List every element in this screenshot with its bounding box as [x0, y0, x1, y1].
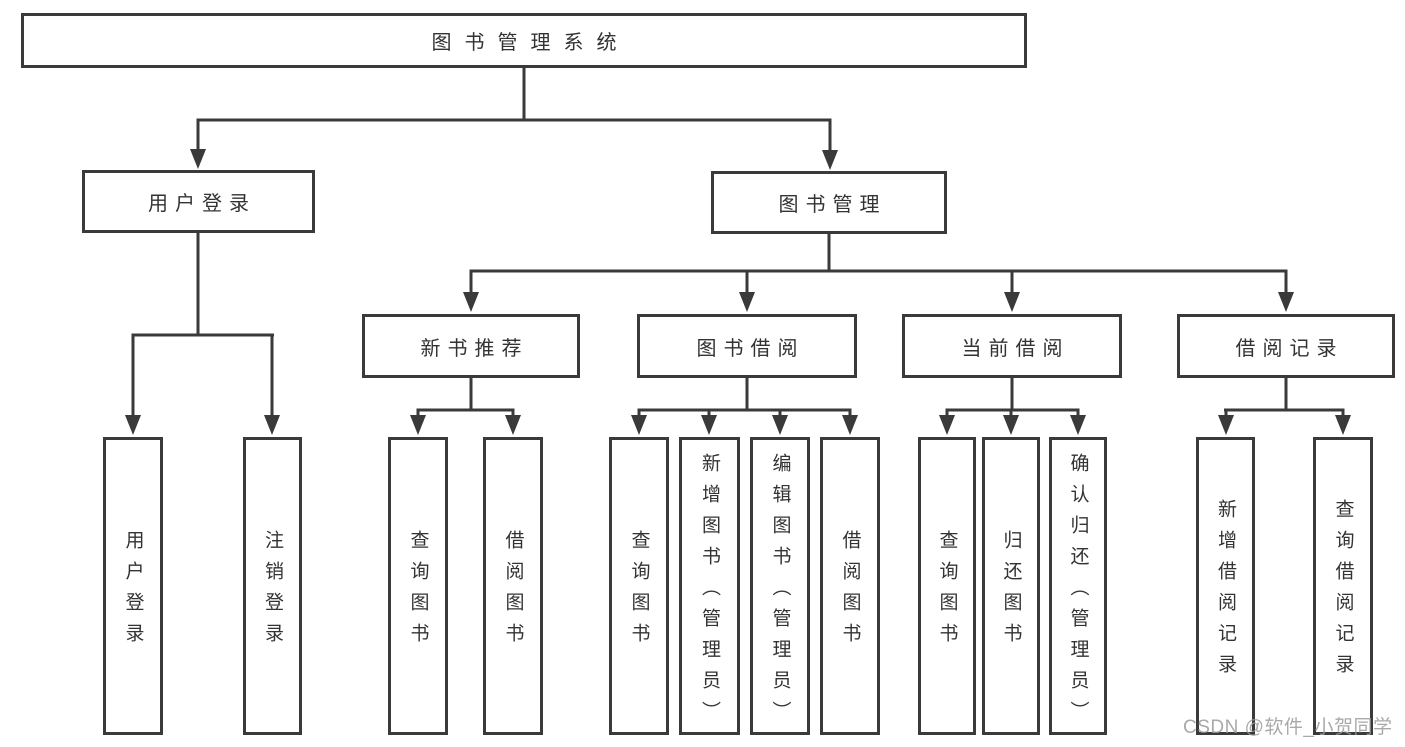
node-label: 注销登录: [262, 530, 283, 654]
leaf-add-book-admin: 新增图书（管理员）: [679, 437, 740, 735]
node-label: 确认归还（管理员）: [1067, 452, 1089, 732]
arrow-down-icon: [190, 149, 206, 169]
node-label: 查询图书: [628, 530, 650, 654]
arrow-down-icon: [631, 415, 647, 435]
leaf-query-borrow-record: 查询借阅记录: [1313, 437, 1373, 735]
leaf-edit-book-admin: 编辑图书（管理员）: [750, 437, 810, 735]
node-system-root: 图书管理系统: [21, 13, 1027, 68]
node-label: 新书推荐: [420, 337, 529, 360]
node-label: 归还图书: [1000, 530, 1022, 654]
arrow-down-icon: [125, 415, 141, 435]
node-current-borrow: 当前借阅: [902, 314, 1122, 378]
node-label: 借阅图书: [839, 530, 861, 654]
arrow-down-icon: [772, 415, 788, 435]
arrow-down-icon: [842, 415, 858, 435]
node-label: 查询图书: [936, 530, 958, 654]
node-new-book-recommend: 新书推荐: [362, 314, 580, 378]
node-label: 当前借阅: [961, 337, 1070, 360]
leaf-borrow-books-recommend: 借阅图书: [483, 437, 543, 735]
leaf-return-book: 归还图书: [982, 437, 1040, 735]
leaf-query-books-current: 查询图书: [918, 437, 976, 735]
node-book-management: 图书管理: [711, 171, 947, 234]
leaf-logout-login: 注销登录: [243, 437, 302, 735]
node-label: 查询借阅记录: [1332, 499, 1354, 685]
node-label: 查询图书: [407, 530, 429, 654]
leaf-add-borrow-record: 新增借阅记录: [1196, 437, 1255, 735]
node-label: 用户登录: [122, 530, 144, 654]
node-label: 借阅记录: [1235, 337, 1344, 360]
node-label: 图书管理: [778, 194, 887, 216]
leaf-borrow-books: 借阅图书: [820, 437, 880, 735]
node-user-login: 用户登录: [82, 170, 315, 233]
node-label: 图书管理系统: [431, 32, 630, 54]
arrow-down-icon: [1335, 415, 1351, 435]
node-label: 新增借阅记录: [1215, 499, 1236, 685]
arrow-down-icon: [1218, 415, 1234, 435]
arrow-down-icon: [822, 150, 838, 170]
node-book-borrow: 图书借阅: [637, 314, 857, 378]
csdn-watermark: CSDN @软件_小贺同学: [1183, 717, 1393, 738]
arrow-down-icon: [739, 292, 755, 312]
leaf-query-books-borrow: 查询图书: [609, 437, 669, 735]
arrow-down-icon: [410, 415, 426, 435]
arrow-down-icon: [1003, 415, 1019, 435]
arrow-down-icon: [1004, 292, 1020, 312]
node-label: 新增图书（管理员）: [699, 452, 720, 732]
arrow-down-icon: [463, 292, 479, 312]
arrow-down-icon: [264, 415, 280, 435]
node-label: 编辑图书（管理员）: [769, 452, 791, 732]
arrow-down-icon: [1278, 292, 1294, 312]
arrow-down-icon: [939, 415, 955, 435]
arrow-down-icon: [701, 415, 717, 435]
arrow-down-icon: [1070, 415, 1086, 435]
leaf-user-login: 用户登录: [103, 437, 163, 735]
arrow-down-icon: [505, 415, 521, 435]
node-label: 用户登录: [148, 193, 256, 215]
node-borrow-records: 借阅记录: [1177, 314, 1395, 378]
node-label: 图书借阅: [696, 337, 805, 360]
leaf-confirm-return-admin: 确认归还（管理员）: [1049, 437, 1107, 735]
leaf-query-books-recommend: 查询图书: [388, 437, 448, 735]
node-label: 借阅图书: [502, 530, 524, 654]
